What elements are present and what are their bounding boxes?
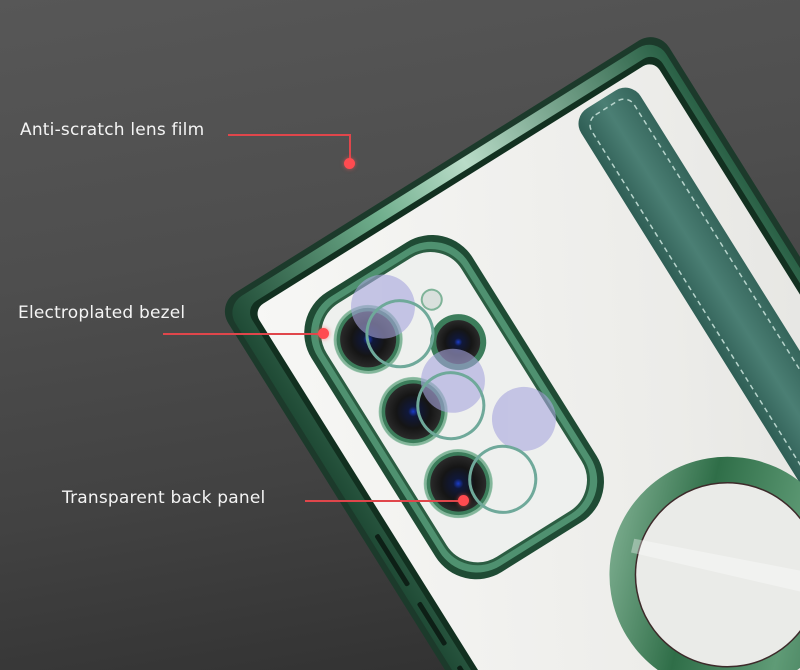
- callout-line-lens-film: [349, 134, 351, 162]
- button-slot: [375, 534, 410, 587]
- callout-label-lens-film: Anti-scratch lens film: [20, 120, 205, 140]
- callout-dot-icon: [344, 158, 355, 169]
- flash-icon: [420, 288, 443, 311]
- callout-label-bezel: Electroplated bezel: [18, 303, 186, 323]
- callout-line-back-panel: [305, 500, 459, 502]
- callout-line-lens-film: [228, 134, 350, 136]
- camera-module: [304, 235, 604, 580]
- callout-label-back-panel: Transparent back panel: [62, 488, 266, 508]
- leather-strap: [578, 87, 800, 553]
- button-slot: [417, 602, 447, 646]
- phone-case: [224, 37, 800, 670]
- callout-line-bezel: [163, 333, 319, 335]
- callout-dot-icon: [318, 328, 329, 339]
- callout-dot-icon: [458, 495, 469, 506]
- lens-film-ring: [365, 299, 538, 514]
- magnetic-ring: [609, 456, 800, 670]
